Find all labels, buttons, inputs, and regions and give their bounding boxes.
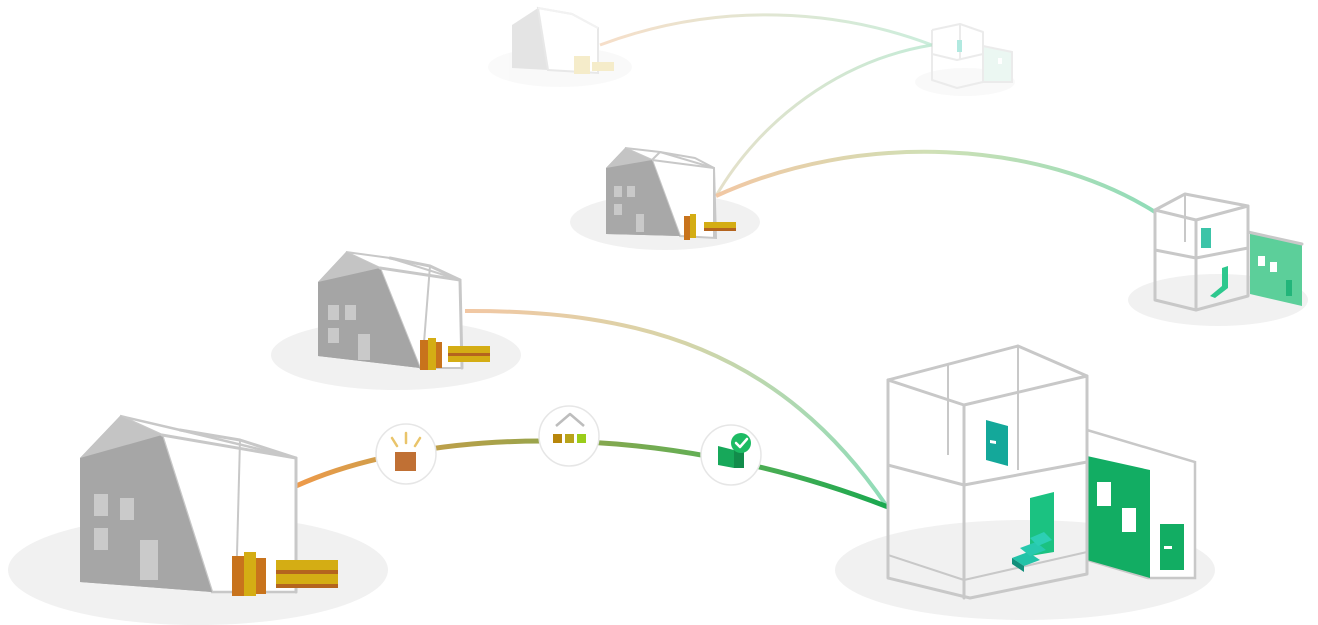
faint-old-house bbox=[488, 6, 632, 87]
path-second-house bbox=[464, 308, 888, 507]
mid-new-house bbox=[1128, 192, 1308, 326]
verified-node bbox=[700, 424, 762, 486]
mid-old-house bbox=[570, 147, 760, 250]
assembly-node bbox=[538, 405, 600, 467]
upper-door bbox=[986, 420, 1008, 466]
new-house-front bbox=[835, 344, 1215, 620]
staircase bbox=[1012, 532, 1052, 572]
roof-over-blocks-icon bbox=[553, 412, 586, 443]
old-house-row2 bbox=[271, 251, 521, 390]
green-facade bbox=[1087, 456, 1150, 578]
faint-path-diagonal bbox=[714, 43, 933, 197]
raw-material-node bbox=[375, 423, 437, 485]
faint-path-top bbox=[599, 13, 933, 47]
checkmark-badge-icon bbox=[718, 433, 751, 468]
path-third-house bbox=[715, 149, 1157, 214]
faint-new-house bbox=[915, 23, 1015, 96]
old-house-front bbox=[8, 414, 388, 625]
sparkling-block-icon bbox=[390, 431, 422, 471]
